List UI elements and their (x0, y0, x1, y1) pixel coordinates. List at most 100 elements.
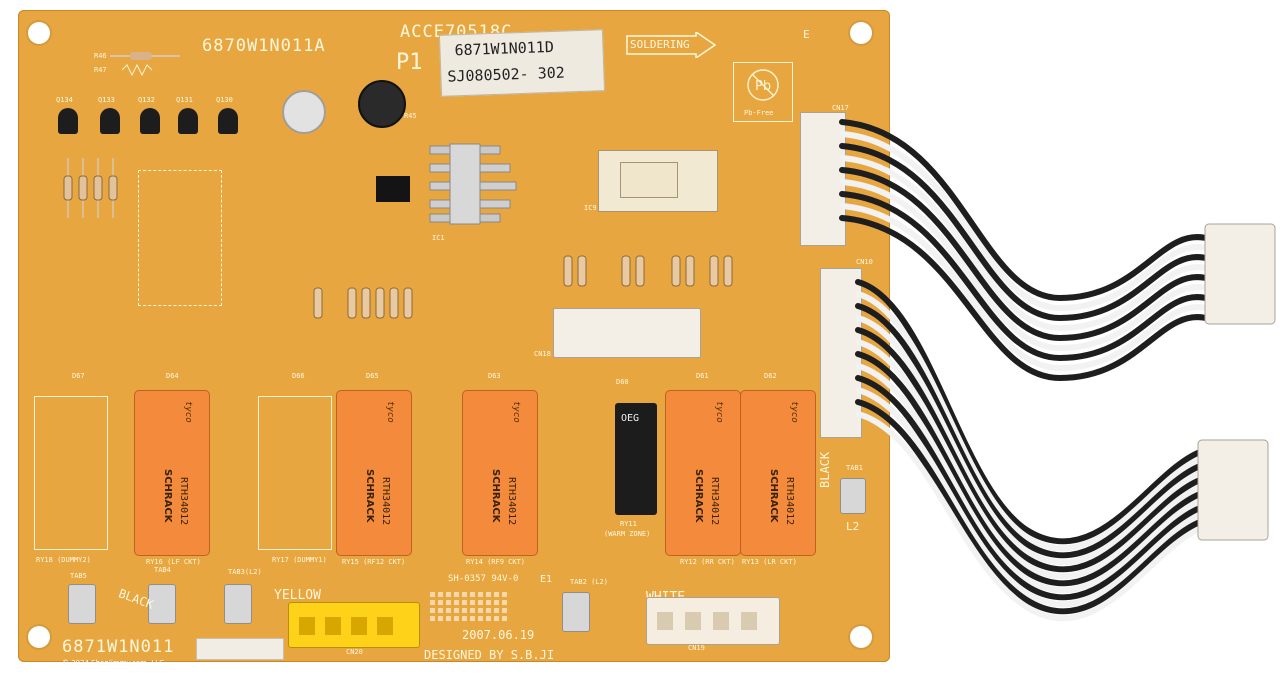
grid-pad (502, 592, 507, 597)
ry15-label: RY15 (RF12 CKT) (342, 558, 406, 566)
harness-plug-lower (1197, 439, 1269, 541)
grid-pad (470, 600, 475, 605)
tab2-label: TAB2 (L2) (570, 578, 608, 586)
ic9-label: IC9 (584, 204, 597, 212)
relay-brand: SCHRACK (162, 469, 173, 523)
white-connector (646, 597, 780, 645)
grid-pad (502, 600, 507, 605)
transistor-label: Q134 (56, 96, 73, 104)
relay-model: RTH34012 (506, 477, 517, 526)
p1-label: P1 (396, 50, 423, 75)
ry18-label: RY18 (DUMMY2) (36, 556, 91, 564)
transistor (100, 108, 120, 134)
grid-pad (438, 616, 443, 621)
grid-pad (478, 608, 483, 613)
grid-pad (438, 608, 443, 613)
transistor (58, 108, 78, 134)
soldering-arrow: SOLDERING (626, 30, 717, 60)
pb-free-label: Pb-Free (744, 109, 774, 117)
ic1-label: IC1 (432, 234, 445, 242)
c31-label: R45 (404, 112, 417, 120)
grid-pad (486, 592, 491, 597)
wire (839, 167, 1209, 342)
d65-label: D65 (366, 372, 379, 380)
grid-pad (494, 592, 499, 597)
d62-label: D62 (764, 372, 777, 380)
transistor-label: Q132 (138, 96, 155, 104)
transistor (218, 108, 238, 134)
relay-brand: SCHRACK (768, 469, 779, 523)
relay-ry15: tyco SCHRACK RTH34012 (336, 390, 412, 556)
grid-pad (494, 608, 499, 613)
relay-brand: SCHRACK (490, 469, 501, 523)
transistor (178, 108, 198, 134)
grid-pad (462, 616, 467, 621)
wire (855, 375, 1203, 601)
cn20-label: CN20 (346, 648, 363, 656)
d66-label: D66 (292, 372, 305, 380)
tab1-label: TAB1 (846, 464, 863, 472)
grid-pad (462, 608, 467, 613)
heatsink (429, 143, 517, 225)
grid-pad (462, 600, 467, 605)
cn18-label: CN18 (534, 350, 551, 358)
grid-pad (486, 600, 491, 605)
wire (855, 399, 1203, 615)
grid-pad (430, 592, 435, 597)
l2-label: L2 (846, 520, 860, 533)
blank-sticker (196, 638, 284, 660)
grid-pad (494, 616, 499, 621)
grid-pad (470, 616, 475, 621)
black-label-tab1: BLACK (818, 451, 832, 488)
electrolytic-capacitor (282, 90, 326, 134)
dummy-relay-footprint (34, 396, 108, 550)
d67-label: D67 (72, 372, 85, 380)
e1-label: E1 (540, 574, 553, 585)
cn19-label: CN19 (688, 644, 705, 652)
relay-ry11: OEG (615, 403, 657, 515)
board-date: 2007.06.19 (462, 628, 535, 642)
resistor-cluster-right (563, 255, 733, 287)
wire (855, 339, 1203, 580)
tab3-label: TAB3(L2) (228, 568, 262, 576)
grid-pad (478, 600, 483, 605)
grid-pad (478, 616, 483, 621)
grid-pad (454, 608, 459, 613)
wire (855, 303, 1203, 559)
relay-maker: tyco (511, 401, 521, 423)
copyright-text: © 2024 ShopJimmy.com, LLC (62, 659, 164, 667)
relay-brand: SCHRACK (693, 469, 704, 523)
r47-label: R47 (94, 66, 107, 74)
grid-pad (470, 592, 475, 597)
relay-model: RTH34012 (380, 477, 391, 526)
wire (839, 191, 1209, 362)
grid-pad (502, 608, 507, 613)
resistor-cluster-left (63, 158, 118, 218)
dummy-relay-footprint (258, 396, 332, 550)
voltage-regulator (376, 176, 410, 202)
grid-pad (446, 592, 451, 597)
grid-pad (430, 608, 435, 613)
transistor-label: Q131 (176, 96, 193, 104)
wire (855, 315, 1203, 566)
grid-pad (454, 592, 459, 597)
wire (855, 291, 1203, 552)
pb-free-logo: Pb Pb-Free (733, 62, 793, 122)
harness-plug-upper (1204, 223, 1276, 325)
wire (855, 363, 1203, 594)
wire (855, 411, 1203, 622)
relay-maker: tyco (385, 401, 395, 423)
cn17-header (800, 112, 846, 246)
grid-pad (470, 608, 475, 613)
ry11-label: RY11 (620, 520, 637, 528)
grid-pad (478, 592, 483, 597)
board-part-number-top: 6870W1N011A (202, 36, 326, 56)
wire (839, 179, 1209, 352)
grid-pad (462, 592, 467, 597)
wire (839, 119, 1209, 302)
relay-ry12: tyco SCHRACK RTH34012 (665, 390, 741, 556)
relay-model: RTH34012 (784, 477, 795, 526)
ry13-label: RY13 (LR CKT) (742, 558, 797, 566)
grid-pad (486, 608, 491, 613)
